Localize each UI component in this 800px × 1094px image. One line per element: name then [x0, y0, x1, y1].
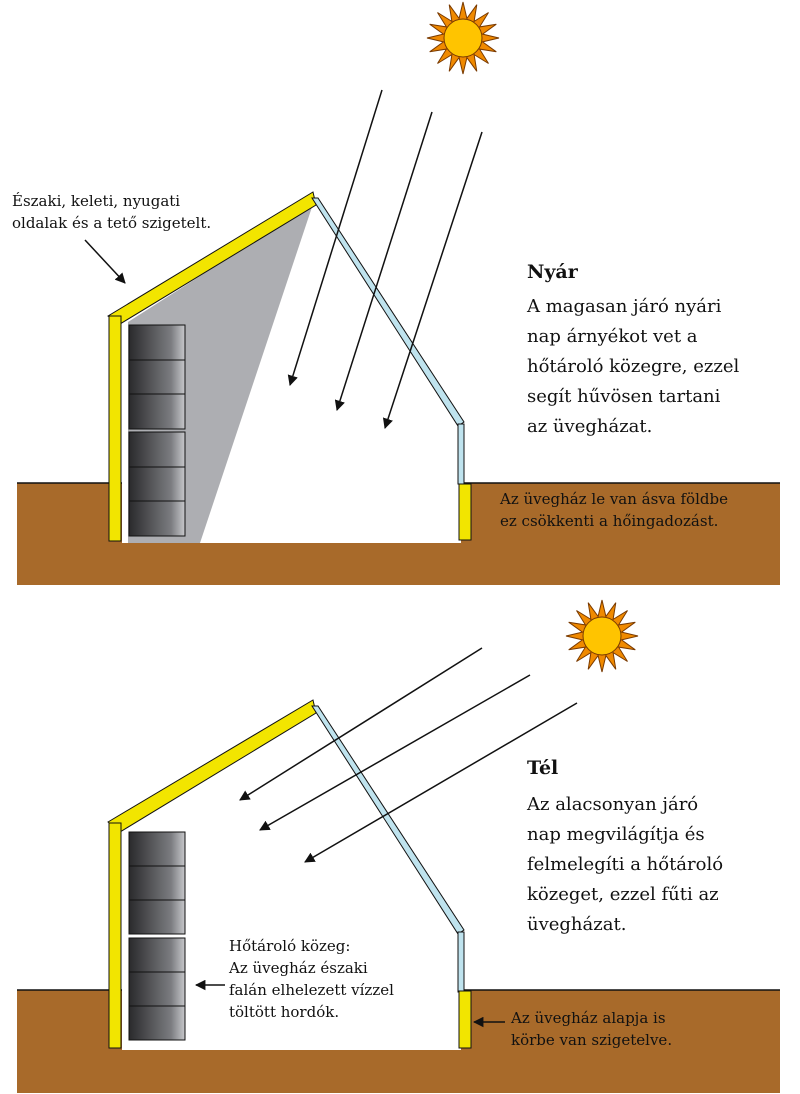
winter-title: Tél	[527, 757, 559, 779]
sunray-arrow	[304, 702, 578, 863]
barrel-icon	[128, 937, 186, 1041]
ground-note-line: ez csökkenti a hőingadozást.	[500, 512, 719, 530]
barrel-note-line: falán elhelezett vízzel	[229, 981, 394, 999]
description-line: nap árnyékot vet a	[527, 326, 698, 347]
sunray-arrow	[259, 674, 531, 831]
callout-line: oldalak és a tető szigetelt.	[12, 214, 212, 232]
barrel-icon	[128, 831, 186, 935]
ground-note-line: Az üvegház le van ásva földbe	[500, 490, 728, 508]
sun-core	[582, 616, 622, 656]
sun-core	[443, 18, 483, 58]
callout-line: Északi, keleti, nyugati	[12, 192, 181, 210]
sunray-arrow	[334, 111, 433, 412]
insulated-north-wall	[108, 315, 122, 542]
barrel-stack	[128, 831, 186, 1041]
winter-ground-note: Az üvegház alapja is körbe van szigetelv…	[511, 1007, 672, 1051]
sunray-arrow	[287, 89, 383, 387]
description-line: közeget, ezzel fűti az	[527, 884, 719, 905]
sunray-arrow	[239, 647, 483, 801]
winter-barrel-note: Hőtároló közeg: Az üvegház északi falán …	[229, 935, 394, 1023]
glass-wall	[311, 705, 465, 935]
barrel-icon	[128, 431, 186, 537]
ground-note-line: Az üvegház alapja is	[511, 1009, 666, 1027]
sunray-arrow	[382, 131, 483, 429]
description-line: hőtároló közegre, ezzel	[527, 356, 740, 377]
ground-note-line: körbe van szigetelve.	[511, 1031, 673, 1049]
barrel-note-line: Az üvegház északi	[229, 959, 368, 977]
barrel-icon	[128, 324, 186, 430]
summer-panel	[17, 1, 780, 585]
barrel-note-line: Hőtároló közeg:	[229, 937, 351, 955]
winter-description: Az alacsonyan járó nap megvilágítja és f…	[527, 790, 723, 940]
summer-callout-text: Északi, keleti, nyugati oldalak és a tet…	[12, 190, 211, 234]
barrel-stack	[128, 324, 186, 537]
description-line: A magasan járó nyári	[527, 296, 722, 317]
glass-front-wall	[457, 931, 465, 993]
description-line: Az alacsonyan járó	[527, 794, 699, 815]
description-line: üvegházat.	[527, 914, 627, 935]
description-line: felmelegíti a hőtároló	[527, 854, 724, 875]
summer-title: Nyár	[527, 261, 578, 283]
description-line: segít hűvösen tartani	[527, 386, 721, 407]
foundation-insulation	[458, 483, 472, 541]
foundation-insulation	[458, 990, 472, 1049]
glass-front-wall	[457, 423, 465, 485]
description-line: nap megvilágítja és	[527, 824, 705, 845]
sun-icon	[565, 599, 639, 673]
summer-description: A magasan járó nyári nap árnyékot vet a …	[527, 292, 739, 442]
winter-panel	[17, 599, 780, 1093]
greenhouse-interior	[122, 707, 461, 1050]
glass-wall	[311, 197, 465, 427]
description-line: az üvegházat.	[527, 416, 653, 437]
sun-icon	[426, 1, 500, 75]
summer-ground-note: Az üvegház le van ásva földbe ez csökken…	[500, 488, 728, 532]
barrel-note-line: töltött hordók.	[229, 1003, 340, 1021]
callout-arrow	[84, 239, 126, 284]
insulated-north-wall	[108, 822, 122, 1049]
